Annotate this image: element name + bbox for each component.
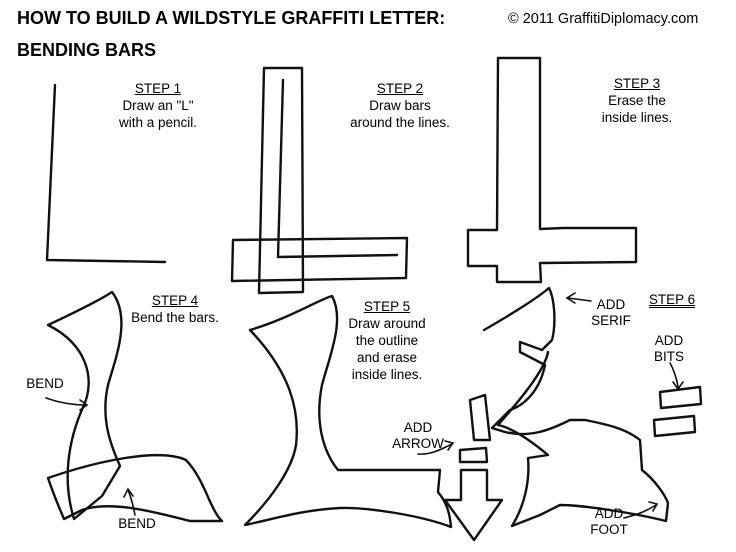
page-subtitle: BENDING BARS xyxy=(17,40,157,60)
step4-bent-bars xyxy=(46,290,224,523)
step-2-line-1: Draw bars xyxy=(369,98,431,113)
step3-bars-erased xyxy=(466,56,638,284)
step-6-caption: STEP 6 xyxy=(632,291,712,308)
step-4-label: STEP 4 xyxy=(151,293,199,308)
page-title: HOW TO BUILD A WILDSTYLE GRAFFITI LETTER… xyxy=(17,8,446,28)
step-5-line-4: inside lines. xyxy=(351,367,423,382)
step-2-line-2: around the lines. xyxy=(350,115,450,130)
bend-label-bottom: BEND xyxy=(112,516,162,532)
step-1-line-1: Draw an "L" xyxy=(122,98,194,113)
add-arrow-label: ADD ARROW xyxy=(388,420,448,452)
add-bits-label: ADD BITS xyxy=(644,333,694,365)
add-bits-line-2: BITS xyxy=(653,349,684,364)
step-5-line-2: the outline xyxy=(355,333,419,348)
bend-top-text: BEND xyxy=(26,376,64,391)
add-arrow-line-1: ADD xyxy=(403,420,433,435)
step1-l-sketch xyxy=(45,83,167,264)
step-3-caption: STEP 3 Erase the inside lines. xyxy=(572,75,702,126)
step-1-caption: STEP 1 Draw an "L" with a pencil. xyxy=(88,80,228,131)
add-foot-line-1: ADD xyxy=(594,506,624,521)
step-3-line-1: Erase the xyxy=(608,93,666,108)
add-serif-line-1: ADD xyxy=(596,297,626,312)
annotation-arrows xyxy=(45,292,684,519)
add-foot-line-2: FOOT xyxy=(590,522,628,537)
step-5-line-1: Draw around xyxy=(348,316,426,331)
step2-bars-with-lines xyxy=(230,66,409,295)
add-bits-line-1: ADD xyxy=(654,333,684,348)
step-1-line-2: with a pencil. xyxy=(118,115,198,130)
step-3-line-2: inside lines. xyxy=(601,110,673,125)
add-serif-label: ADD SERIF xyxy=(586,297,636,329)
step-4-caption: STEP 4 Bend the bars. xyxy=(105,292,245,326)
step-2-caption: STEP 2 Draw bars around the lines. xyxy=(330,80,470,131)
step-6-label: STEP 6 xyxy=(648,292,696,307)
step5-outline xyxy=(243,294,453,529)
copyright-credit: © 2011 GraffitiDiplomacy.com xyxy=(508,11,699,27)
step-3-label: STEP 3 xyxy=(613,76,661,91)
bend-bottom-text: BEND xyxy=(118,516,156,531)
step-5-caption: STEP 5 Draw around the outline and erase… xyxy=(322,298,452,383)
step-1-label: STEP 1 xyxy=(134,81,182,96)
step-5-label: STEP 5 xyxy=(363,299,411,314)
step6-finished-letter xyxy=(443,286,703,542)
add-serif-line-2: SERIF xyxy=(591,313,631,328)
bend-label-top: BEND xyxy=(20,376,70,392)
add-foot-label: ADD FOOT xyxy=(584,506,634,538)
step-4-line-1: Bend the bars. xyxy=(131,310,219,325)
step-2-label: STEP 2 xyxy=(376,81,424,96)
add-arrow-line-2: ARROW xyxy=(392,436,444,451)
step-5-line-3: and erase xyxy=(356,350,418,365)
